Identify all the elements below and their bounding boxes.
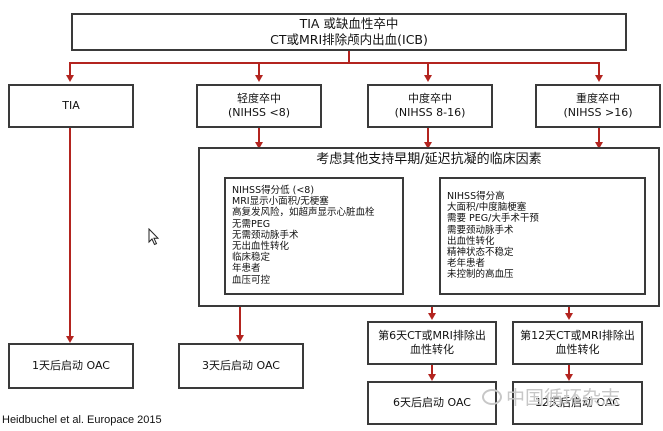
outcome-text: 12天后启动 OAC xyxy=(535,396,620,409)
connector xyxy=(598,62,600,76)
outcome-day1: 1天后启动 OAC xyxy=(8,343,134,389)
category-mild-stroke: 轻度卒中 (NIHSS <8) xyxy=(196,84,322,128)
list-item: 无出血性转化 xyxy=(232,241,290,253)
arrow-down xyxy=(565,374,573,381)
top-box-line2: CT或MRI排除颅内出血(ICB) xyxy=(270,32,428,47)
list-item: 临床稳定 xyxy=(232,252,271,264)
list-item: 需要 PEG/大手术干预 xyxy=(447,213,539,225)
outcome-text: 1天后启动 OAC xyxy=(32,359,110,372)
outcome-text: 3天后启动 OAC xyxy=(202,359,280,372)
category-sub: (NIHSS <8) xyxy=(227,106,290,119)
arrow-down xyxy=(255,75,263,82)
outcome-day3: 3天后启动 OAC xyxy=(178,343,304,389)
day12-check-box: 第12天CT或MRI排除出血性转化 xyxy=(512,321,643,365)
list-item: 大面积/中度脑梗塞 xyxy=(447,202,527,214)
citation: Heidbuchel et al. Europace 2015 xyxy=(2,414,162,426)
watermark-text: 中国循环杂志 xyxy=(506,387,621,409)
connector xyxy=(69,62,600,64)
top-box-line1: TIA 或缺血性卒中 xyxy=(299,16,399,31)
connector xyxy=(598,128,600,144)
arrow-down xyxy=(236,335,244,342)
top-box: TIA 或缺血性卒中 CT或MRI排除颅内出血(ICB) xyxy=(71,13,627,51)
early-factors-list: NIHSS得分低 (<8) MRI显示小面积/无梗塞 高复发风险，如超声显示心脏… xyxy=(224,177,404,295)
category-title: TIA xyxy=(62,99,80,112)
connector xyxy=(427,62,429,76)
list-item: 无需PEG xyxy=(232,218,271,230)
list-item: 高复发风险，如超声显示心脏血栓 xyxy=(232,207,375,219)
connector xyxy=(258,128,260,144)
outcome-day6: 6天后启动 OAC xyxy=(367,381,497,425)
list-item: MRI显示小面积/无梗塞 xyxy=(232,196,329,208)
category-severe-stroke: 重度卒中 (NIHSS >16) xyxy=(535,84,661,128)
connector xyxy=(258,62,260,76)
day6-check-text: 第6天CT或MRI排除出血性转化 xyxy=(378,329,486,356)
connector xyxy=(348,51,350,63)
category-title: 轻度卒中 xyxy=(237,92,281,105)
category-moderate-stroke: 中度卒中 (NIHSS 8-16) xyxy=(367,84,493,128)
connector xyxy=(69,128,71,336)
category-title: 重度卒中 xyxy=(576,92,620,105)
arrow-down xyxy=(424,142,432,149)
list-item: 年患者 xyxy=(232,263,261,275)
list-item: 出血性转化 xyxy=(447,235,495,247)
list-item: NIHSS得分低 (<8) xyxy=(232,185,315,196)
arrow-down xyxy=(428,374,436,381)
category-sub: (NIHSS >16) xyxy=(563,106,633,119)
day6-check-box: 第6天CT或MRI排除出血性转化 xyxy=(367,321,497,365)
arrow-down xyxy=(66,336,74,343)
arrow-down xyxy=(66,75,74,82)
connector xyxy=(427,128,429,144)
outcome-day12: 12天后启动 OAC xyxy=(512,381,643,425)
connector xyxy=(568,365,570,377)
arrow-down xyxy=(428,313,436,320)
day12-check-text: 第12天CT或MRI排除出血性转化 xyxy=(520,329,635,356)
wechat-logo-icon xyxy=(482,388,502,405)
category-title: 中度卒中 xyxy=(408,92,452,105)
late-factors-list: NIHSS得分高 大面积/中度脑梗塞 需要 PEG/大手术干预 需要颈动脉手术 … xyxy=(439,177,646,295)
list-item: NIHSS得分高 xyxy=(447,191,505,202)
watermark: 中国循环杂志 xyxy=(482,383,620,410)
category-tia: TIA xyxy=(8,84,134,128)
arrow-down xyxy=(255,142,263,149)
connector xyxy=(239,307,241,336)
connector xyxy=(69,62,71,76)
arrow-down xyxy=(595,75,603,82)
list-item: 老年患者 xyxy=(447,258,486,270)
connector xyxy=(568,307,570,317)
list-item: 无需颈动脉手术 xyxy=(232,229,299,241)
connector xyxy=(431,365,433,377)
outcome-text: 6天后启动 OAC xyxy=(393,396,471,409)
arrow-down xyxy=(565,313,573,320)
list-item: 需要颈动脉手术 xyxy=(447,224,514,236)
connector xyxy=(431,307,433,317)
list-item: 血压可控 xyxy=(232,274,271,286)
category-sub: (NIHSS 8-16) xyxy=(394,106,466,119)
arrow-down xyxy=(424,75,432,82)
list-item: 精神状态不稳定 xyxy=(447,247,514,259)
mouse-cursor-icon xyxy=(148,228,160,246)
list-item: 未控制的高血压 xyxy=(447,269,514,281)
arrow-down xyxy=(595,142,603,149)
clinical-factors-title: 考虑其他支持早期/延迟抗凝的临床因素 xyxy=(316,152,542,167)
